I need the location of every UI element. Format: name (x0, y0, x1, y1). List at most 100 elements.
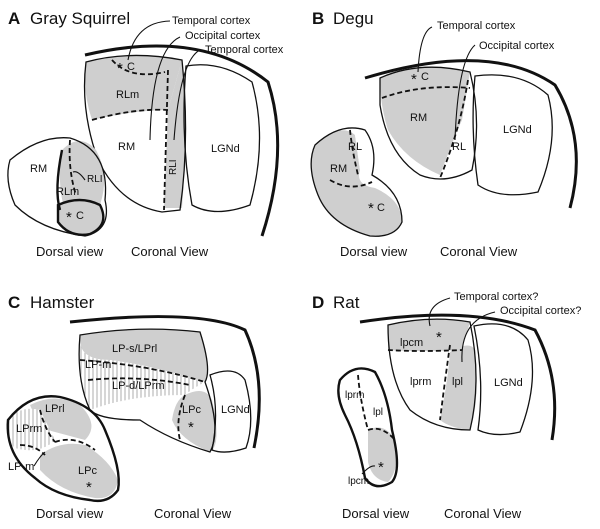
label-lpm-c-dor: LP-m (8, 461, 34, 473)
label-lpm-c-cor: LP-m (85, 359, 111, 371)
dorsal-section-c (6, 395, 120, 503)
label-lgnd-d: LGNd (494, 377, 523, 389)
label-lps-c: LP-s/LPrl (112, 343, 157, 355)
arrow-temporal-a2 (173, 49, 201, 141)
dorsal-outline-b (310, 127, 403, 237)
label-lprm-d-cor: lprm (410, 376, 431, 388)
arrow-rli-a-dor (72, 171, 86, 181)
dorsal-view-label-c: Dorsal view (36, 506, 104, 521)
label-lgnd-a: LGNd (211, 143, 240, 155)
annotation-occipital-a: Occipital cortex (185, 30, 261, 42)
panel-c: C Hamster LP-s/LPrl LP-m LP-d/LPrm LPc *… (6, 293, 261, 521)
panel-b: B Degu * C RM RL LGNd Temporal cortex Oc… (310, 9, 578, 259)
cortex-boundary (84, 44, 280, 237)
label-lprl-c-dor: LPrl (45, 403, 65, 415)
label-rli-a-cor: RLI (168, 159, 179, 175)
arrow-occipital-b (454, 44, 476, 141)
panel-a-title: Gray Squirrel (30, 9, 130, 28)
label-rm-b-cor: RM (410, 112, 427, 124)
coronal-nucleus-outline (83, 54, 187, 213)
label-c-b-top: C (421, 71, 429, 83)
star-c-cor: * (188, 419, 194, 436)
label-lpd-c: LP-d/LPrm (112, 380, 165, 392)
arrow-occipital-a (149, 36, 181, 141)
label-rlm-a-dor: RLm (56, 186, 79, 198)
dorsal-section-d (337, 367, 399, 488)
coronal-nucleus-outline-d (387, 318, 477, 431)
lgnd-outline-b (472, 74, 553, 196)
cortex-boundary-d (359, 313, 557, 441)
lgnd-outline-a (183, 64, 261, 213)
label-lpcm-d-dor: lpcm (348, 476, 369, 487)
panel-a: A Gray Squirrel * C RLm RM RLI LGNd Temp… (7, 9, 284, 259)
annotation-temporal-a2: Temporal cortex (205, 44, 284, 56)
label-rli-a-dor: RLI (87, 174, 103, 185)
coronal-section-b (379, 66, 553, 196)
coronal-view-label-d: Coronal View (444, 506, 522, 521)
label-rl-b-dor: RL (348, 141, 362, 153)
panel-c-title: Hamster (30, 293, 95, 312)
label-lprm-d-dor: lprm (345, 390, 364, 401)
label-rm-b-dor: RM (330, 163, 347, 175)
label-rm-a-dor: RM (30, 163, 47, 175)
annotation-occipital-d: Occipital cortex? (500, 305, 581, 317)
annotation-temporal-d: Temporal cortex? (454, 291, 538, 303)
panel-a-letter: A (8, 9, 20, 28)
dorsal-outline-a (7, 137, 108, 237)
star-a-dor: * (66, 209, 72, 226)
panel-b-letter: B (312, 9, 324, 28)
dorsal-view-label-a: Dorsal view (36, 244, 104, 259)
annotation-temporal-a1: Temporal cortex (172, 15, 251, 27)
panel-d-title: Rat (333, 293, 360, 312)
dorsal-outline-c (6, 395, 120, 503)
star-b-dor: * (368, 200, 374, 217)
label-rl-b-cor: RL (452, 141, 466, 153)
label-rm-a-cor: RM (118, 141, 135, 153)
arrow-temporal-d (428, 297, 451, 327)
label-lprm-c-dor: LPrm (16, 423, 42, 435)
cortex-boundary-b (364, 59, 578, 209)
arrow-lpcm-d-dor (361, 465, 376, 475)
label-lpc-c-cor: LPc (182, 404, 201, 416)
label-lgnd-b: LGNd (503, 124, 532, 136)
label-lgnd-c: LGNd (221, 404, 250, 416)
panel-b-title: Degu (333, 9, 374, 28)
arrow-lpm-c-dor (33, 451, 46, 467)
dorsal-view-label-d: Dorsal view (342, 506, 410, 521)
coronal-view-label-c: Coronal View (154, 506, 232, 521)
cortex-boundary-c (69, 315, 261, 449)
dorsal-section-b (310, 127, 403, 237)
dorsal-section-a (7, 137, 108, 237)
label-lpcm-d-cor: lpcm (400, 337, 423, 349)
arrow-temporal-b (417, 26, 433, 73)
dorsal-outline-d (337, 367, 399, 488)
coronal-section-a (83, 54, 261, 213)
annotation-occipital-b: Occipital cortex (479, 40, 555, 52)
coronal-section-d (387, 318, 534, 436)
label-lpl-d-dor: lpl (373, 407, 383, 418)
coronal-view-label-a: Coronal View (131, 244, 209, 259)
coronal-view-label-b: Coronal View (440, 244, 518, 259)
star-d-cor: * (436, 329, 442, 346)
star-b-top: * (411, 71, 417, 88)
annotation-temporal-b: Temporal cortex (437, 20, 516, 32)
arrow-occipital-d (461, 311, 496, 363)
star-d-dor: * (378, 459, 384, 476)
star-a-top: * (117, 60, 123, 77)
label-rlm-a-cor: RLm (116, 89, 139, 101)
lgnd-outline-d (473, 323, 534, 436)
panel-c-letter: C (8, 293, 20, 312)
panel-d: D Rat lpcm * lprm lpl LGNd Temporal cort… (312, 291, 581, 521)
dorsal-view-label-b: Dorsal view (340, 244, 408, 259)
lgnd-outline-c (209, 370, 252, 453)
star-c-dor: * (86, 479, 92, 496)
label-c-a-top: C (127, 61, 135, 73)
panel-d-letter: D (312, 293, 324, 312)
coronal-nucleus-outline-b (379, 66, 478, 180)
coronal-section-c (78, 328, 252, 453)
label-lpc-c-dor: LPc (78, 465, 97, 477)
arrow-temporal-a1 (127, 20, 171, 61)
label-c-b-dor: C (377, 202, 385, 214)
label-lpl-d-cor: lpl (452, 376, 463, 388)
